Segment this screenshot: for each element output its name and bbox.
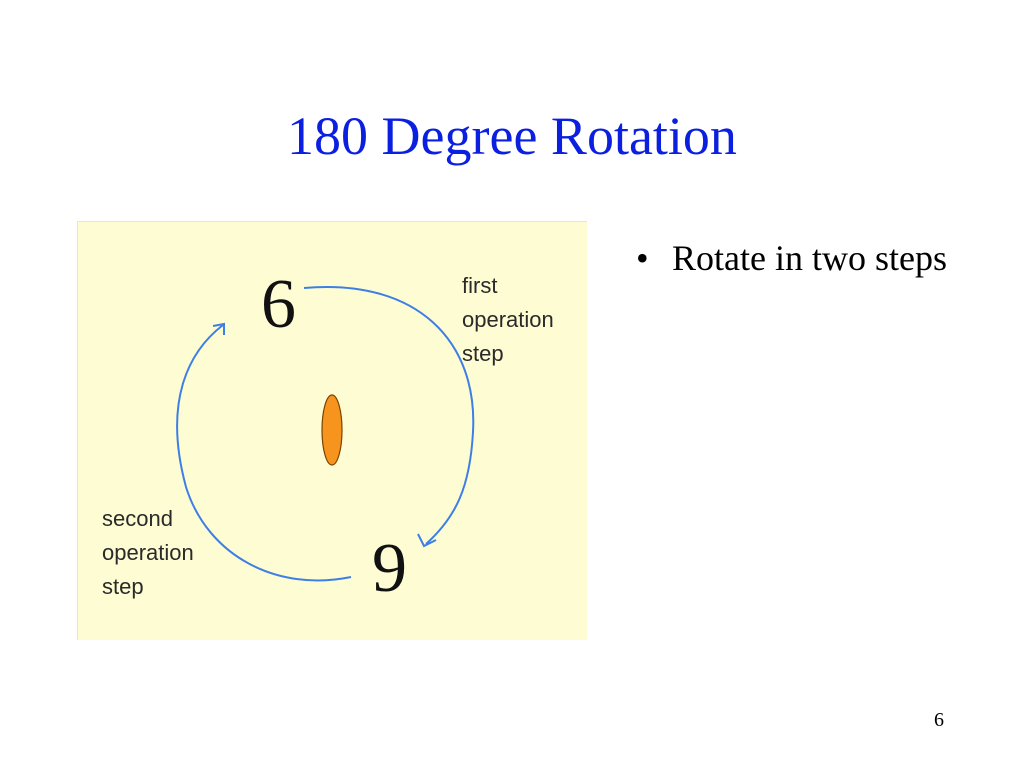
bullet-list: • Rotate in two steps: [630, 234, 960, 283]
first-operation-step-label: first operation step: [462, 273, 554, 366]
second-step-arrow: [176, 324, 352, 582]
bullet-item: • Rotate in two steps: [630, 234, 960, 283]
rotation-figure: 6 9 first operation step second operatio…: [77, 221, 587, 640]
page-number: 6: [934, 709, 944, 731]
first-step-arrow: [303, 286, 475, 545]
digit-nine: 9: [372, 530, 407, 607]
slide-title: 180 Degree Rotation: [287, 106, 737, 166]
bullet-text: Rotate in two steps: [672, 238, 947, 278]
rotation-arrows-svg: [176, 286, 475, 582]
bullet-dot-icon: •: [636, 238, 649, 278]
second-step-arrowhead: [212, 322, 225, 335]
digit-six: 6: [261, 266, 296, 343]
center-pivot: [321, 394, 343, 466]
second-operation-step-label: second operation step: [102, 506, 194, 599]
first-step-arrowhead: [417, 533, 437, 548]
